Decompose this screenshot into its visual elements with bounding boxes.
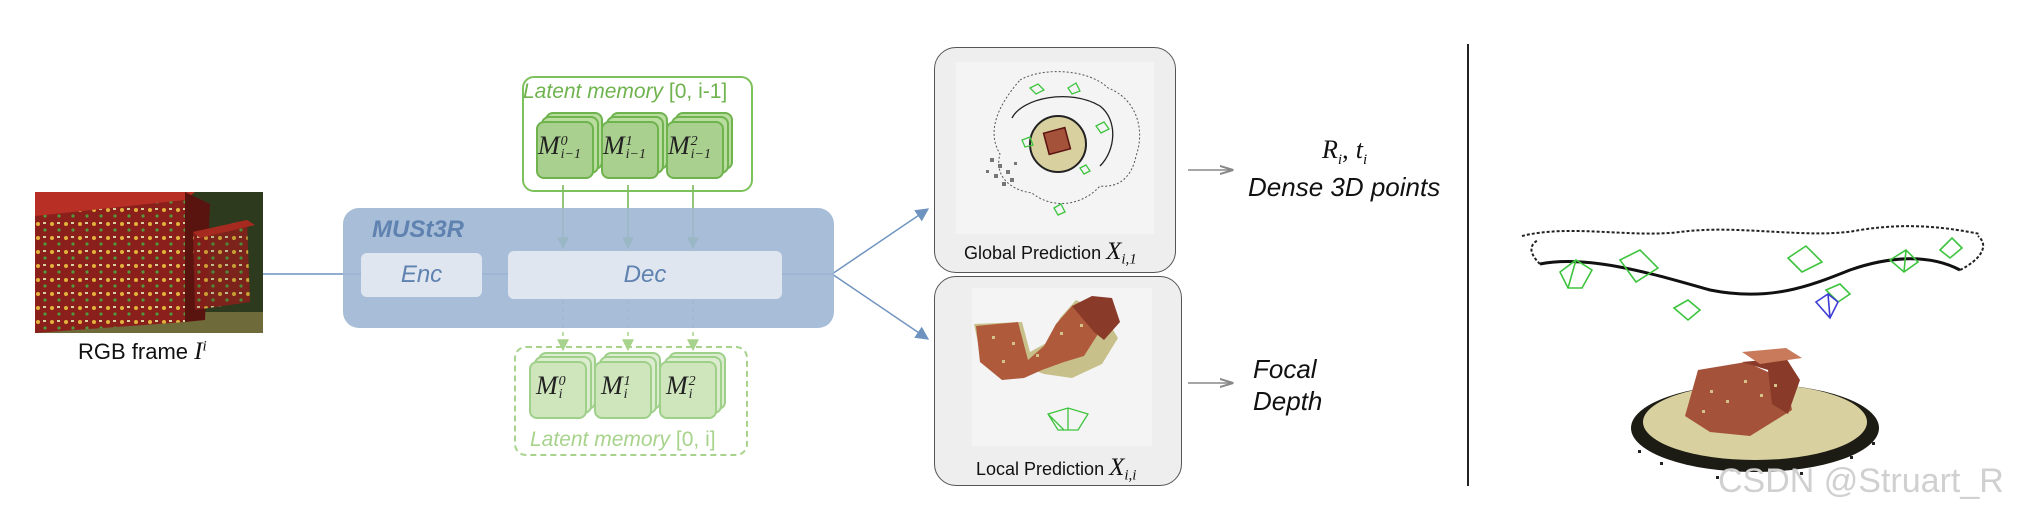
pose-separator: ,	[1342, 135, 1349, 164]
local-prediction-subscript: i,i	[1124, 467, 1137, 484]
decoder-label: Dec	[623, 261, 667, 288]
arrow-to-global-prediction	[831, 208, 930, 275]
rgb-frame-caption-symbol: I	[194, 338, 203, 365]
pose-translation-subscript: i	[1363, 152, 1368, 169]
global-prediction-label: Global Prediction	[964, 243, 1102, 263]
pose-output: Ri, ti	[1322, 134, 1367, 169]
encoder-label: Enc	[400, 261, 443, 288]
reconstruction-result	[1521, 225, 1985, 479]
latent-memory-prev-range: [0, i-1]	[668, 80, 728, 103]
latent-memory-prev-box	[522, 76, 753, 192]
local-prediction-symbol: X	[1109, 454, 1125, 481]
depth-output: Depth	[1253, 386, 1323, 416]
local-prediction-label: Local Prediction	[976, 459, 1105, 479]
pose-rotation-symbol: R	[1322, 135, 1338, 164]
local-prediction-caption: Local Prediction Xi,i	[976, 454, 1136, 485]
latent-memory-prev-label: Latent memory [0, i-1]	[523, 80, 727, 104]
rgb-frame-illustration	[35, 192, 263, 333]
global-prediction-symbol: X	[1106, 238, 1122, 265]
latent-memory-new-box	[514, 346, 748, 456]
rgb-frame-caption: RGB frame Ii	[78, 338, 207, 366]
latent-memory-new-word: Latent memory	[530, 428, 671, 451]
rgb-frame-image	[35, 192, 263, 333]
watermark: CSDN @Struart_R	[1718, 462, 2004, 500]
latent-memory-new-range: [0, i]	[675, 428, 716, 451]
rgb-frame-caption-text: RGB frame	[78, 339, 189, 364]
decoder-block: Dec	[508, 251, 782, 299]
global-prediction-subscript: i,1	[1121, 251, 1137, 268]
focal-output: Focal	[1253, 354, 1317, 384]
global-point-cloud	[956, 62, 1154, 234]
pose-rotation-subscript: i	[1337, 152, 1343, 169]
latent-memory-new-label: Latent memory [0, i]	[530, 428, 716, 452]
dense-points-output: Dense 3D points	[1248, 172, 1441, 202]
global-prediction-caption: Global Prediction Xi,1	[964, 238, 1137, 269]
model-title: MUSt3R	[372, 216, 465, 243]
latent-memory-prev-word: Latent memory	[523, 80, 664, 103]
encoder-block: Enc	[361, 253, 482, 297]
rgb-frame-caption-superscript: i	[202, 338, 207, 355]
arrow-to-local-prediction	[831, 273, 930, 340]
pose-translation-symbol: t	[1355, 135, 1364, 164]
local-depth-map	[972, 288, 1152, 446]
